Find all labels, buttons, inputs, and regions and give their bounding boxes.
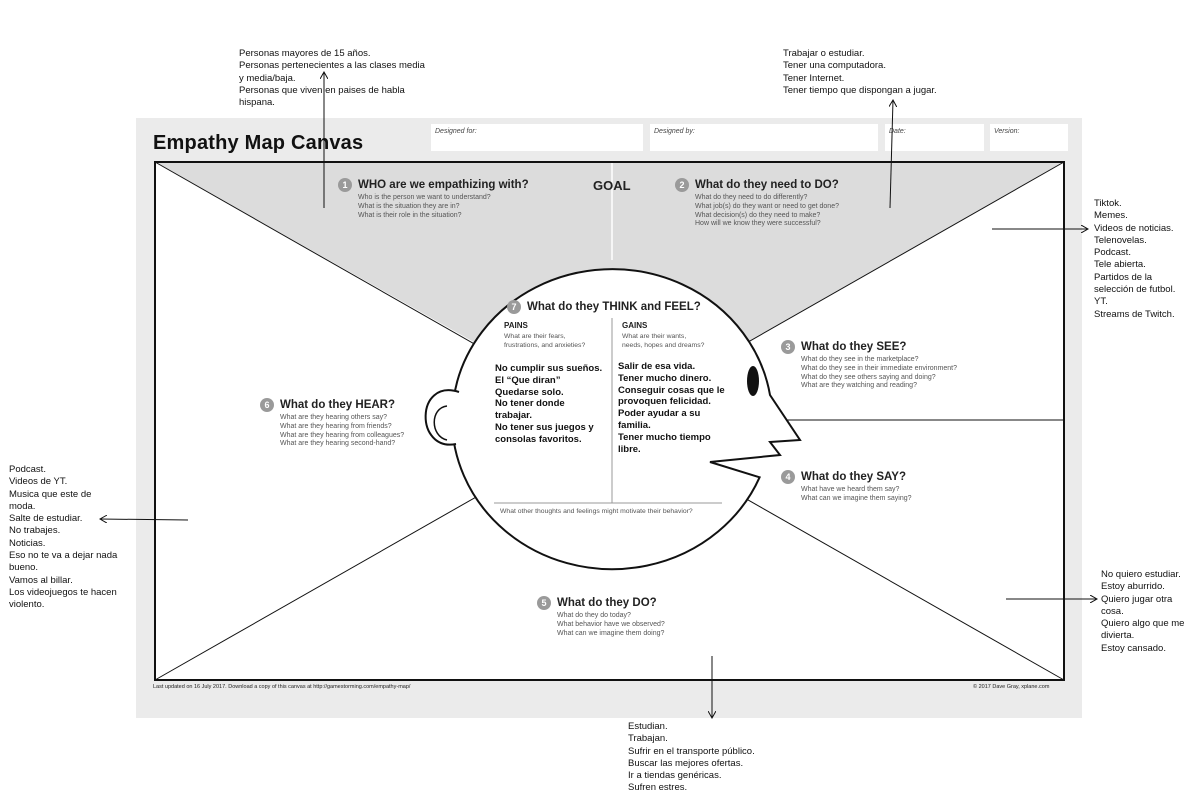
note-see: Tiktok. Memes. Videos de noticias. Telen… — [1094, 198, 1176, 320]
date-label: Date: — [889, 128, 906, 135]
arrow-hear — [100, 519, 189, 520]
section-see: 3 What do they SEE? What do they see in t… — [781, 340, 957, 391]
section-title: What do they THINK and FEEL? — [527, 301, 701, 313]
note-say: No quiero estudiar. Estoy aburrido. Quie… — [1101, 569, 1185, 654]
section-title: What do they SAY? — [801, 471, 906, 483]
section-questions: What are they hearing others say? What a… — [280, 414, 405, 448]
note-do-need: Trabajar o estudiar. Tener una computado… — [783, 48, 937, 96]
section-title: What do they need to DO? — [695, 179, 839, 191]
section-number: 4 — [781, 470, 795, 484]
version-label: Version: — [994, 128, 1020, 135]
section-who: 1 WHO are we empathizing with? Who is the… — [338, 178, 529, 220]
section-number: 2 — [675, 178, 689, 192]
section-do-need: 2 What do they need to DO? What do they n… — [675, 178, 839, 229]
section-do: 5 What do they DO? What do they do today?… — [537, 596, 665, 638]
footer-right: © 2017 Dave Gray, xplane.com — [973, 684, 1050, 690]
head-ear-inner — [433, 405, 448, 441]
canvas-title: Empathy Map Canvas — [153, 132, 364, 154]
gains-label: GAINS — [622, 321, 648, 330]
section-questions: What do they need to do differently? Wha… — [695, 194, 839, 228]
designed-by-field[interactable]: Designed by: — [650, 124, 878, 151]
section-number: 3 — [781, 340, 795, 354]
note-who: Personas mayores de 15 años. Personas pe… — [239, 48, 425, 109]
section-number: 5 — [537, 596, 551, 610]
motivate-question: What other thoughts and feelings might m… — [500, 508, 693, 515]
note-do: Estudian. Trabajan. Sufrir en el transpo… — [628, 721, 755, 794]
head-ear — [424, 389, 460, 446]
gains-question: What are their wants, needs, hopes and d… — [622, 333, 705, 349]
goal-label: GOAL — [593, 178, 631, 193]
pains-label: PAINS — [504, 321, 528, 330]
section-questions: What have we heard them say? What can we… — [801, 486, 912, 502]
designed-for-label: Designed for: — [435, 128, 477, 135]
footer-left: Last updated on 16 July 2017. Download a… — [153, 684, 411, 690]
version-field[interactable]: Version: — [990, 124, 1068, 151]
section-title: What do they SEE? — [801, 341, 907, 353]
arrow-do-need — [890, 100, 893, 209]
pains-question: What are their fears, frustrations, and … — [504, 333, 586, 349]
section-questions: Who is the person we want to understand?… — [358, 194, 491, 219]
section-title: What do they DO? — [557, 597, 657, 609]
section-title: What do they HEAR? — [280, 399, 395, 411]
gains-response: Salir de esa vida. Tener mucho dinero. C… — [618, 361, 725, 455]
section-number: 1 — [338, 178, 352, 192]
note-hear: Podcast. Videos de YT. Musica que este d… — [9, 464, 118, 611]
pains-response: No cumplir sus sueños. El “Que diran” Qu… — [495, 363, 603, 445]
section-number: 7 — [507, 300, 521, 314]
section-questions: What do they see in the marketplace? Wha… — [801, 356, 958, 390]
section-questions: What do they do today? What behavior hav… — [557, 612, 665, 637]
head-eye — [747, 366, 759, 396]
map-frame-border — [154, 161, 1065, 681]
section-title: WHO are we empathizing with? — [358, 179, 529, 191]
section-number: 6 — [260, 398, 274, 412]
designed-for-field[interactable]: Designed for: — [431, 124, 643, 151]
section-say: 4 What do they SAY? What have we heard th… — [781, 470, 912, 504]
head-outline — [451, 268, 802, 571]
designed-by-label: Designed by: — [654, 128, 695, 135]
date-field[interactable]: Date: — [885, 124, 984, 151]
section-hear: 6 What do they HEAR? What are they hearin… — [260, 398, 404, 449]
section-think-feel: 7 What do they THINK and FEEL? — [507, 300, 701, 314]
